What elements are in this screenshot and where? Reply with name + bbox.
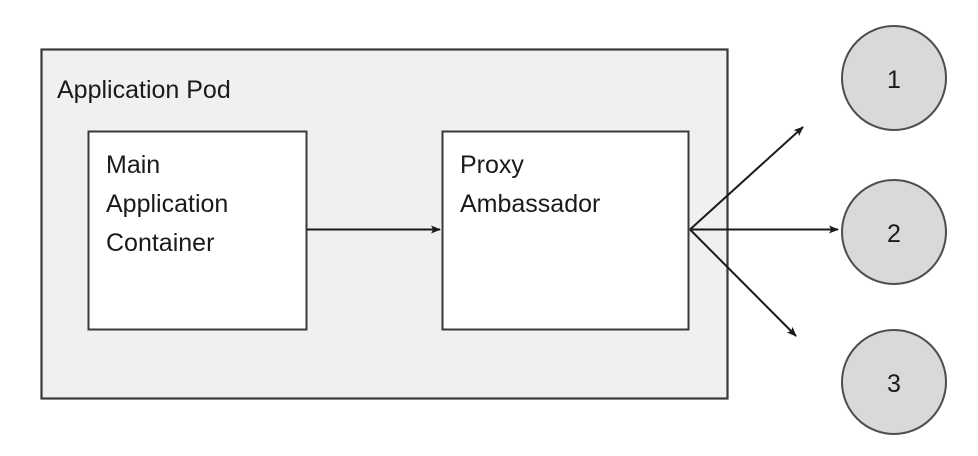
main-application-container-line-1: Main xyxy=(106,151,160,179)
endpoint-2-label: 2 xyxy=(887,220,901,248)
connector-proxy-to-endpoint-3 xyxy=(689,228,797,337)
proxy-ambassador-container-line-2: Ambassador xyxy=(460,190,600,218)
application-pod-title: Application Pod xyxy=(57,76,231,104)
proxy-ambassador-container-line-1: Proxy xyxy=(460,151,524,179)
main-application-container-box[interactable] xyxy=(87,130,308,331)
endpoint-1-circle[interactable] xyxy=(841,25,947,131)
endpoint-1-label: 1 xyxy=(887,66,901,94)
endpoint-2-circle[interactable] xyxy=(841,179,947,285)
main-application-container-line-3: Container xyxy=(106,229,214,257)
endpoint-3-circle[interactable] xyxy=(841,329,947,435)
endpoint-3-label: 3 xyxy=(887,370,901,398)
proxy-ambassador-container-box[interactable] xyxy=(441,130,690,331)
main-application-container-line-2: Application xyxy=(106,190,228,218)
connector-proxy-to-endpoint-1 xyxy=(689,126,804,231)
